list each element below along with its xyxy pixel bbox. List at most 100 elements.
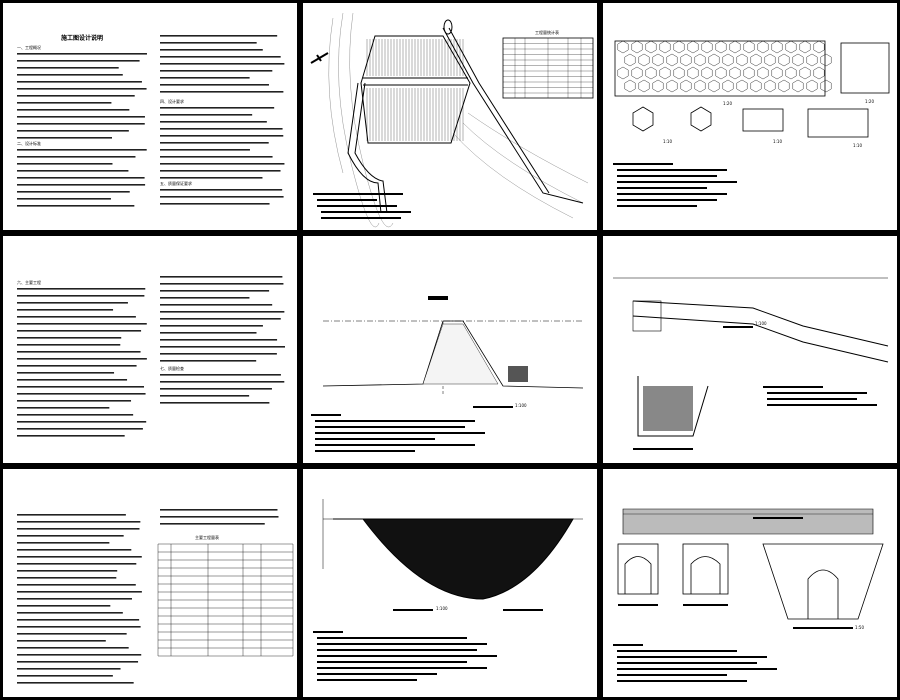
text-line [160,177,263,179]
text-line [17,53,147,55]
text-line [17,682,134,684]
text-line [17,184,146,186]
text-line [17,647,129,649]
scale-label: 1:100 [436,606,448,611]
text-line [160,516,279,518]
text-line [17,626,141,628]
sheet-culvert-details[interactable]: 1:50 [600,466,900,700]
table-title: 主要工程量表 [195,535,219,540]
sheet-design-notes-3[interactable]: 主要工程量表 [0,466,300,700]
text-line [160,121,267,123]
sheet-title: 施工图设计说明 [61,35,104,42]
heading: 二、设计标准 [17,141,41,146]
text-line [17,598,132,600]
scale-label: 1:50 [855,625,864,630]
text-line [17,88,147,90]
text-line [17,163,113,165]
text-line [160,276,283,278]
text-line [17,640,106,642]
text-line [160,360,257,362]
text-line [160,311,285,313]
text-line [17,205,135,207]
text-line [17,633,127,635]
text-line [17,358,147,360]
text-line [17,323,147,325]
text-line [17,393,146,395]
text-line [160,170,281,172]
text-line [17,337,122,339]
sheet-fill-section[interactable]: 1:100 [300,466,600,700]
gabion-drawing [613,40,890,207]
text-line [17,198,111,200]
text-line [17,309,114,311]
sheet-dam-section[interactable]: 1:100 [300,233,600,466]
text-line [17,407,110,409]
text-line [17,668,121,670]
text-line [17,316,136,318]
heading: 六、主要工程 [17,280,41,285]
text-line [160,77,250,79]
text-line [17,302,128,304]
text-line [160,84,269,86]
text-line [17,605,111,607]
text-line [17,661,139,663]
quantity-table [157,543,294,657]
text-line [160,353,277,355]
sheet-design-notes-2[interactable]: 六、主要工程 七、质量检查 [0,233,300,466]
text-line [160,70,273,72]
text-line [160,297,250,299]
text-line [160,49,263,51]
text-line [17,654,142,656]
text-line [160,128,283,130]
text-line [17,170,129,172]
sheet-design-notes-1[interactable]: 施工图设计说明 一、工程概况 二、设计标准 四、设计要求 五、质量保证要求 [0,0,300,233]
scale-label: 1:20 [865,99,874,104]
text-line [17,116,145,118]
sheet-profile-section[interactable]: 1:100 [600,233,900,466]
text-line [160,318,281,320]
text-line [17,365,137,367]
dam-section-drawing [311,296,584,452]
text-line [17,542,110,544]
text-line [160,395,250,397]
text-line [160,332,257,334]
text-line [17,109,130,111]
text-line [160,523,265,525]
text-line [160,135,284,137]
text-line [17,123,145,125]
text-line [17,372,115,374]
text-line [160,346,285,348]
text-line [17,514,126,516]
text-line [17,556,142,558]
text-line [17,137,112,139]
sheet-gabion-details[interactable]: 1:20 1:20 1:10 1:10 1:10 [600,0,900,233]
heading: 四、设计要求 [160,99,184,104]
text-line [160,91,284,93]
text-lines [17,509,294,684]
text-line [160,163,285,165]
site-plan-drawing [310,12,594,228]
text-line [17,191,130,193]
text-line [160,189,283,191]
text-line [17,563,137,565]
text-line [17,74,123,76]
text-line [17,288,146,290]
text-lines [17,276,285,437]
text-line [17,528,140,530]
text-line [17,330,142,332]
text-line [160,142,269,144]
text-line [17,344,121,346]
text-line [160,42,257,44]
text-line [160,304,273,306]
sheet-site-plan[interactable]: 工程量统计表 [300,0,600,233]
text-line [160,374,281,376]
text-line [17,435,125,437]
scale-label: 1:100 [755,321,767,326]
text-line [160,388,272,390]
text-line [160,283,284,285]
text-line [17,570,118,572]
text-line [160,35,278,37]
text-line [17,414,134,416]
text-line [17,675,113,677]
